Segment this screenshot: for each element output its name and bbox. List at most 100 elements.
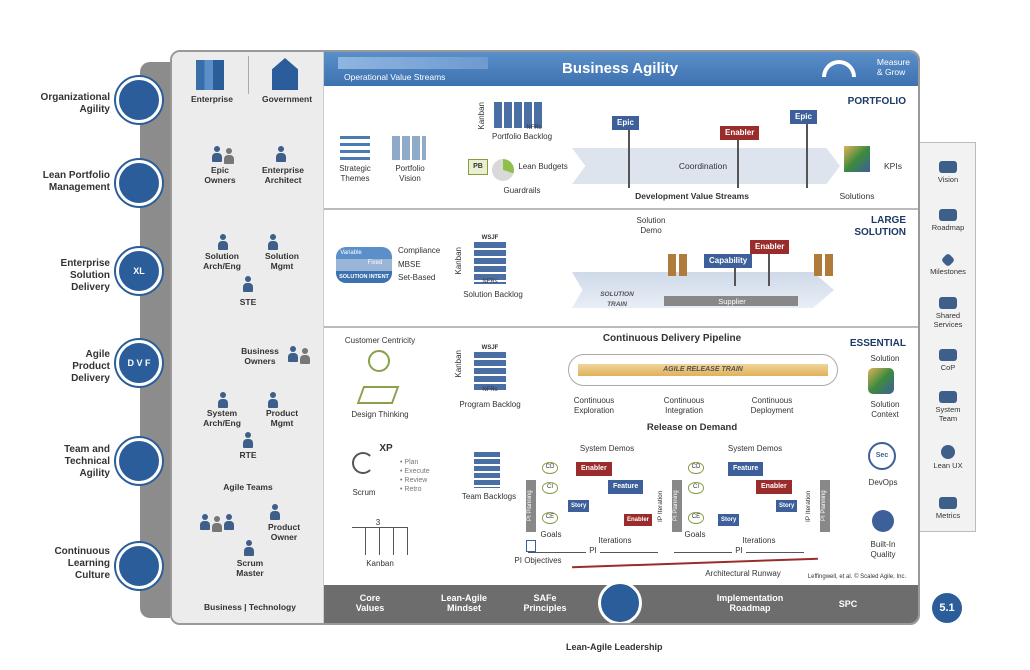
palette-system-team[interactable]: System Team [920, 391, 976, 423]
enabler-pole [737, 132, 739, 188]
solution-intent-label: SOLUTION INTENT [339, 274, 389, 280]
large-solution-title: LARGE SOLUTION [854, 215, 906, 238]
retro-label: • Retro [400, 486, 422, 493]
solution-kanban-label: Kanban [454, 247, 463, 275]
palette-roadmap[interactable]: Roadmap [920, 209, 976, 232]
rte-icon [243, 432, 253, 448]
capability-pole [734, 264, 736, 286]
palette-milestones[interactable]: Milestones [920, 252, 976, 276]
version-badge: 5.1 [932, 593, 962, 623]
team-enabler-flag-1[interactable]: Enabler [576, 462, 612, 476]
solution-context-label: Solution Context [870, 400, 900, 419]
palette-metrics[interactable]: Metrics [920, 497, 976, 520]
art-label: AGILE RELEASE TRAIN [663, 366, 743, 373]
portfolio-title: PORTFOLIO [847, 96, 906, 107]
pi-planning-1: PI Planning [526, 480, 536, 532]
agile-team-icon [200, 514, 210, 530]
portfolio-kanban-board[interactable] [494, 102, 544, 128]
ci-badge-2: CI [688, 482, 704, 494]
competency-label-clc: Continuous Learning Culture [54, 546, 110, 581]
story-flag-2[interactable]: Story [718, 514, 740, 526]
palette-vision[interactable]: Vision [920, 161, 976, 184]
solution-backlog-icon[interactable] [474, 242, 506, 284]
esd-icon[interactable]: XL [116, 248, 162, 294]
palette-cop[interactable]: CoP [920, 349, 976, 372]
lean-budgets-pie-icon [492, 159, 514, 181]
competency-label-org: Organizational Agility [40, 92, 110, 115]
epic-owners-label: Epic Owners [204, 165, 236, 185]
pi-objectives-icon [526, 540, 536, 552]
cd-badge-2: CD [688, 462, 704, 474]
apd-icon[interactable]: D V F [116, 340, 162, 386]
competency-label-esd: Enterprise Solution Delivery [60, 258, 110, 293]
spc-label[interactable]: SPC [838, 599, 858, 609]
development-value-streams-band [572, 148, 840, 184]
business-agility-title: Business Agility [562, 60, 679, 77]
mbse-label: MBSE [398, 260, 421, 269]
strategic-themes-icon [340, 136, 370, 160]
epic-flag-2[interactable]: Epic [790, 110, 817, 124]
goals-label-2: Goals [684, 530, 706, 539]
team-backlogs-icon[interactable] [474, 452, 500, 488]
xp-label: XP [379, 443, 393, 454]
team-enabler-flag-3[interactable]: Enabler [756, 480, 792, 494]
mindset-label[interactable]: Lean-Agile Mindset [440, 593, 487, 613]
cd-badge-1: CD [542, 462, 558, 474]
team-feature-flag-2[interactable]: Feature [728, 462, 764, 476]
large-enabler-flag[interactable]: Enabler [750, 240, 790, 254]
government-icon [272, 58, 298, 90]
release-on-demand-label: Release on Demand [646, 422, 738, 433]
org-agility-icon[interactable] [116, 77, 162, 123]
team-feature-flag-1[interactable]: Feature [608, 480, 644, 494]
plan-label: • Plan [400, 459, 419, 466]
measure-grow-label[interactable]: Measure & Grow [876, 57, 910, 77]
core-values-label[interactable]: Core Values [355, 593, 385, 613]
solution-context-icon [868, 368, 894, 394]
business-owners-label: Business Owners [241, 346, 279, 366]
customer-centricity-icon [368, 350, 390, 372]
palette-shared-services[interactable]: Shared Services [920, 297, 976, 329]
tta-icon[interactable] [116, 438, 162, 484]
lean-agile-leadership-icon[interactable] [598, 581, 642, 623]
system-demos-label-2: System Demos [727, 444, 783, 453]
kanban-board-icon [352, 527, 408, 555]
metrics-icon [939, 497, 957, 509]
ste-label: STE [239, 297, 257, 307]
compliance-label: Compliance [398, 246, 441, 255]
lpm-icon[interactable] [116, 160, 162, 206]
cop-icon [939, 349, 957, 361]
principles-label[interactable]: SAFe Principles [523, 593, 567, 613]
program-backlog-icon[interactable] [474, 352, 506, 392]
pi-planning-2: PI Planning [672, 480, 682, 532]
lean-ux-icon [941, 445, 955, 459]
art-band [578, 364, 828, 376]
map-icon [939, 209, 957, 221]
product-owner-icon [270, 504, 280, 520]
implementation-roadmap-label[interactable]: Implementation Roadmap [716, 593, 784, 613]
clc-icon[interactable] [116, 543, 162, 589]
story-flag-1[interactable]: Story [568, 500, 590, 512]
team-enabler-flag-2[interactable]: Enabler [624, 514, 653, 526]
cdp-loop [568, 354, 838, 386]
solution-nfrs: NFRs [482, 279, 498, 285]
design-thinking-label: Design Thinking [351, 410, 409, 419]
team-backlogs-label: Team Backlogs [461, 492, 517, 501]
program-kanban-label: Kanban [454, 350, 463, 378]
enterprise-architect-icon [276, 146, 286, 162]
coordination-label: Coordination [678, 161, 728, 171]
portfolio-nfrs: NFRs [526, 125, 542, 131]
program-nfrs: NFRs [482, 387, 498, 393]
enabler-flag[interactable]: Enabler [720, 126, 760, 140]
lean-budgets-label: Lean Budgets [518, 162, 568, 171]
system-demos-label-1: System Demos [579, 444, 635, 453]
roles-column: Enterprise Government Epic Owners Enterp… [172, 52, 324, 623]
palette-lean-ux[interactable]: Lean UX [920, 445, 976, 470]
solution-backlog-label: Solution Backlog [463, 290, 523, 299]
ste-icon [243, 276, 253, 292]
kanban-wip: 3 [375, 518, 381, 527]
large-enabler-pole [768, 246, 770, 286]
iterations-label-1: Iterations [598, 536, 632, 545]
story-flag-3[interactable]: Story [776, 500, 798, 512]
epic-flag-1[interactable]: Epic [612, 116, 639, 130]
capability-flag[interactable]: Capability [704, 254, 753, 268]
